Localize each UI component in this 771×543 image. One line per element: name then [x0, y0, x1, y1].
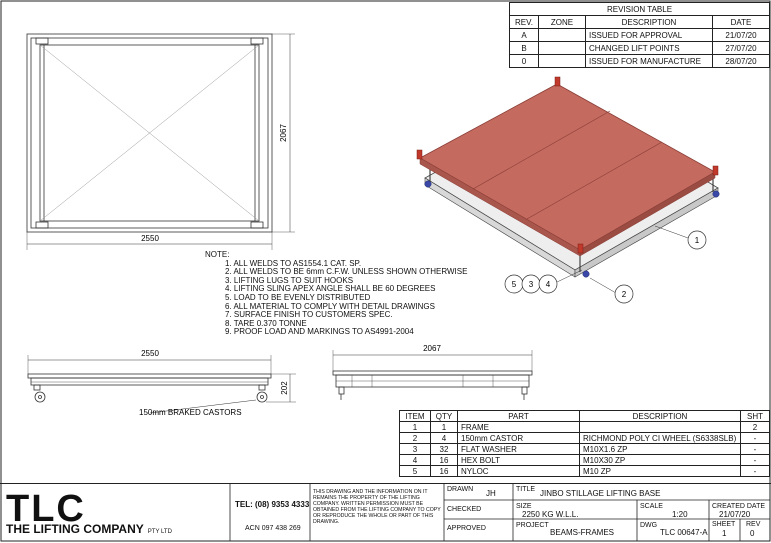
title-block — [0, 483, 771, 543]
revision-row: B CHANGED LIFT POINTS 27/07/20 — [509, 41, 770, 55]
part-header: PART — [457, 410, 580, 422]
front-width-dim: 2550 — [141, 349, 159, 358]
rev-label: REV — [746, 521, 761, 528]
title-label: TITLE — [516, 486, 536, 493]
drawn-label: DRAWN — [447, 486, 474, 493]
balloon-2: 2 — [614, 284, 634, 304]
balloon-1: 1 — [687, 230, 707, 250]
note-item: 2. ALL WELDS TO BE 6mm C.F.W. UNLESS SHO… — [225, 267, 468, 277]
bom-row: 2 4 150mm CASTOR RICHMOND POLY CI WHEEL … — [399, 432, 770, 444]
note-item: 8. TARE 0.370 TONNE — [225, 318, 307, 328]
drawing-title: JINBO STILLAGE LIFTING BASE — [540, 489, 661, 498]
svg-text:3: 3 — [529, 280, 534, 289]
drawn-value: JH — [486, 489, 496, 498]
item-header: ITEM — [399, 410, 431, 422]
project-label: PROJECT — [516, 522, 549, 529]
front-elevation — [27, 355, 296, 414]
side-elevation — [332, 350, 533, 400]
created-label: CREATED DATE — [712, 503, 766, 510]
size-value: 2250 KG W.L.L. — [522, 510, 579, 519]
note-item: 4. LIFTING SLING APEX ANGLE SHALL BE 60 … — [225, 284, 436, 294]
bom-row: 4 16 HEX BOLT M10X30 ZP - — [399, 454, 770, 466]
plan-height-dim: 2067 — [279, 124, 288, 142]
bom-row: 5 16 NYLOC M10 ZP - — [399, 465, 770, 477]
zone-header: ZONE — [538, 15, 586, 29]
title-block-grid — [229, 484, 770, 541]
svg-text:1: 1 — [695, 236, 700, 245]
castor-icon — [712, 190, 720, 198]
note-item: 1. ALL WELDS TO AS1554.1 CAT. SP. — [225, 258, 362, 268]
balloon-3: 3 — [521, 274, 541, 294]
dwg-label: DWG — [640, 522, 658, 529]
note-item: 6. ALL MATERIAL TO COMPLY WITH DETAIL DR… — [225, 301, 435, 311]
scale-label: SCALE — [640, 503, 663, 510]
bill-of-materials: ITEM QTY PART DESCRIPTION SHT 1 1 FRAME … — [399, 410, 770, 477]
note-item: 7. SURFACE FINISH TO CUSTOMERS SPEC. — [225, 310, 393, 320]
balloon-4: 4 — [538, 274, 558, 294]
approved-label: APPROVED — [447, 525, 486, 532]
size-label: SIZE — [516, 503, 532, 510]
svg-text:5: 5 — [512, 280, 517, 289]
plan-view — [26, 33, 295, 250]
front-height-dim: 202 — [280, 381, 289, 395]
note-item: 9. PROOF LOAD AND MARKINGS TO AS4991-200… — [225, 327, 414, 337]
revision-row: 0 ISSUED FOR MANUFACTURE 28/07/20 — [509, 54, 770, 68]
created-value: 21/07/20 — [719, 510, 751, 519]
date-header: DATE — [712, 15, 770, 29]
project-value: BEAMS-FRAMES — [550, 528, 615, 537]
svg-text:4: 4 — [546, 280, 551, 289]
castor-icon — [582, 270, 590, 278]
description-header: DESCRIPTION — [585, 15, 713, 29]
note-item: 3. LIFTING LUGS TO SUIT HOOKS — [225, 275, 354, 285]
revision-table-title: REVISION TABLE — [509, 2, 770, 16]
company-logo: TLC — [6, 488, 86, 530]
qty-header: QTY — [430, 410, 458, 422]
sht-header: SHT — [740, 410, 770, 422]
plan-width-dim: 2550 — [141, 234, 159, 243]
isometric-view — [416, 76, 720, 294]
revision-table: REVISION TABLE REV. ZONE DESCRIPTION DAT… — [509, 2, 770, 68]
notes-heading: NOTE: — [205, 250, 230, 259]
checked-label: CHECKED — [447, 506, 482, 513]
description-header: DESCRIPTION — [579, 410, 741, 422]
rev-header: REV. — [509, 15, 539, 29]
company-acn: ACN 097 438 269 — [245, 525, 301, 532]
bom-row: 3 32 FLAT WASHER M10X1.6 ZP - — [399, 443, 770, 455]
svg-text:2: 2 — [622, 290, 627, 299]
notes-block: NOTE: 1. ALL WELDS TO AS1554.1 CAT. SP. … — [205, 250, 468, 337]
castor-label: 150mm BRAKED CASTORS — [139, 408, 242, 417]
dwg-value: TLC 00647-A — [660, 528, 708, 537]
revision-row: A ISSUED FOR APPROVAL 21/07/20 — [509, 28, 770, 42]
sheet-label: SHEET — [712, 521, 736, 528]
scale-value: 1:20 — [672, 510, 688, 519]
company-tel: TEL: (08) 9353 4333 — [235, 500, 310, 509]
rev-value: 0 — [750, 529, 755, 538]
deck-surface — [419, 83, 716, 251]
copyright-notice: THIS DRAWING AND THE INFORMATION ON IT R… — [313, 489, 441, 525]
balloon-5: 5 — [504, 274, 524, 294]
castor-icon — [424, 180, 432, 188]
side-width-dim: 2067 — [423, 344, 441, 353]
sheet-value: 1 — [722, 529, 727, 538]
note-item: 5. LOAD TO BE EVENLY DISTRIBUTED — [225, 292, 371, 302]
bom-row: 1 1 FRAME 2 — [399, 421, 770, 433]
